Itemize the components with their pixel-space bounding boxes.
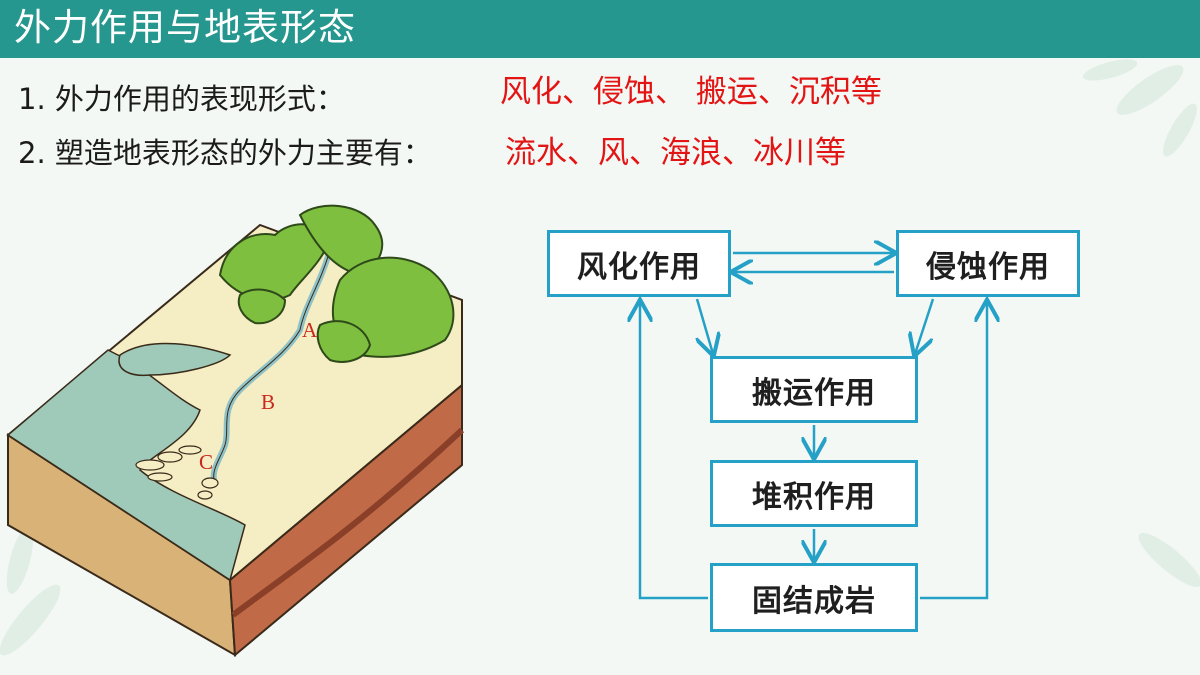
arrow-lithification-to-erosion <box>920 302 987 600</box>
node-transport: 搬运作用 <box>710 356 918 423</box>
marker-c: C <box>199 450 213 474</box>
title-bar: 外力作用与地表形态 <box>0 0 1200 58</box>
point-1-label: 1. 外力作用的表现形式： <box>18 82 345 116</box>
delta-islands <box>135 445 219 500</box>
arrow-lithification-to-weathering <box>640 302 708 600</box>
mountains <box>218 204 455 363</box>
point-2-label: 2. 塑造地表形态的外力主要有： <box>18 136 432 170</box>
point-1-answer: 风化、侵蚀、 搬运、沉积等 <box>500 74 882 110</box>
marker-b: B <box>261 390 275 414</box>
lagoon <box>118 342 232 377</box>
arrow-weathering-to-transport <box>697 298 713 354</box>
node-weathering: 风化作用 <box>547 230 731 297</box>
landform-diagram: A B C <box>6 204 465 658</box>
node-erosion: 侵蚀作用 <box>896 230 1080 297</box>
sea-area <box>6 349 246 582</box>
page-title: 外力作用与地表形态 <box>14 6 356 49</box>
rock-stripe <box>231 427 465 618</box>
node-lithification: 固结成岩 <box>710 563 918 632</box>
marker-a: A <box>302 318 318 342</box>
node-deposition: 堆积作用 <box>710 460 918 527</box>
arrow-erosion-to-transport <box>915 298 935 354</box>
point-2-answer: 流水、风、海浪、冰川等 <box>505 135 846 171</box>
